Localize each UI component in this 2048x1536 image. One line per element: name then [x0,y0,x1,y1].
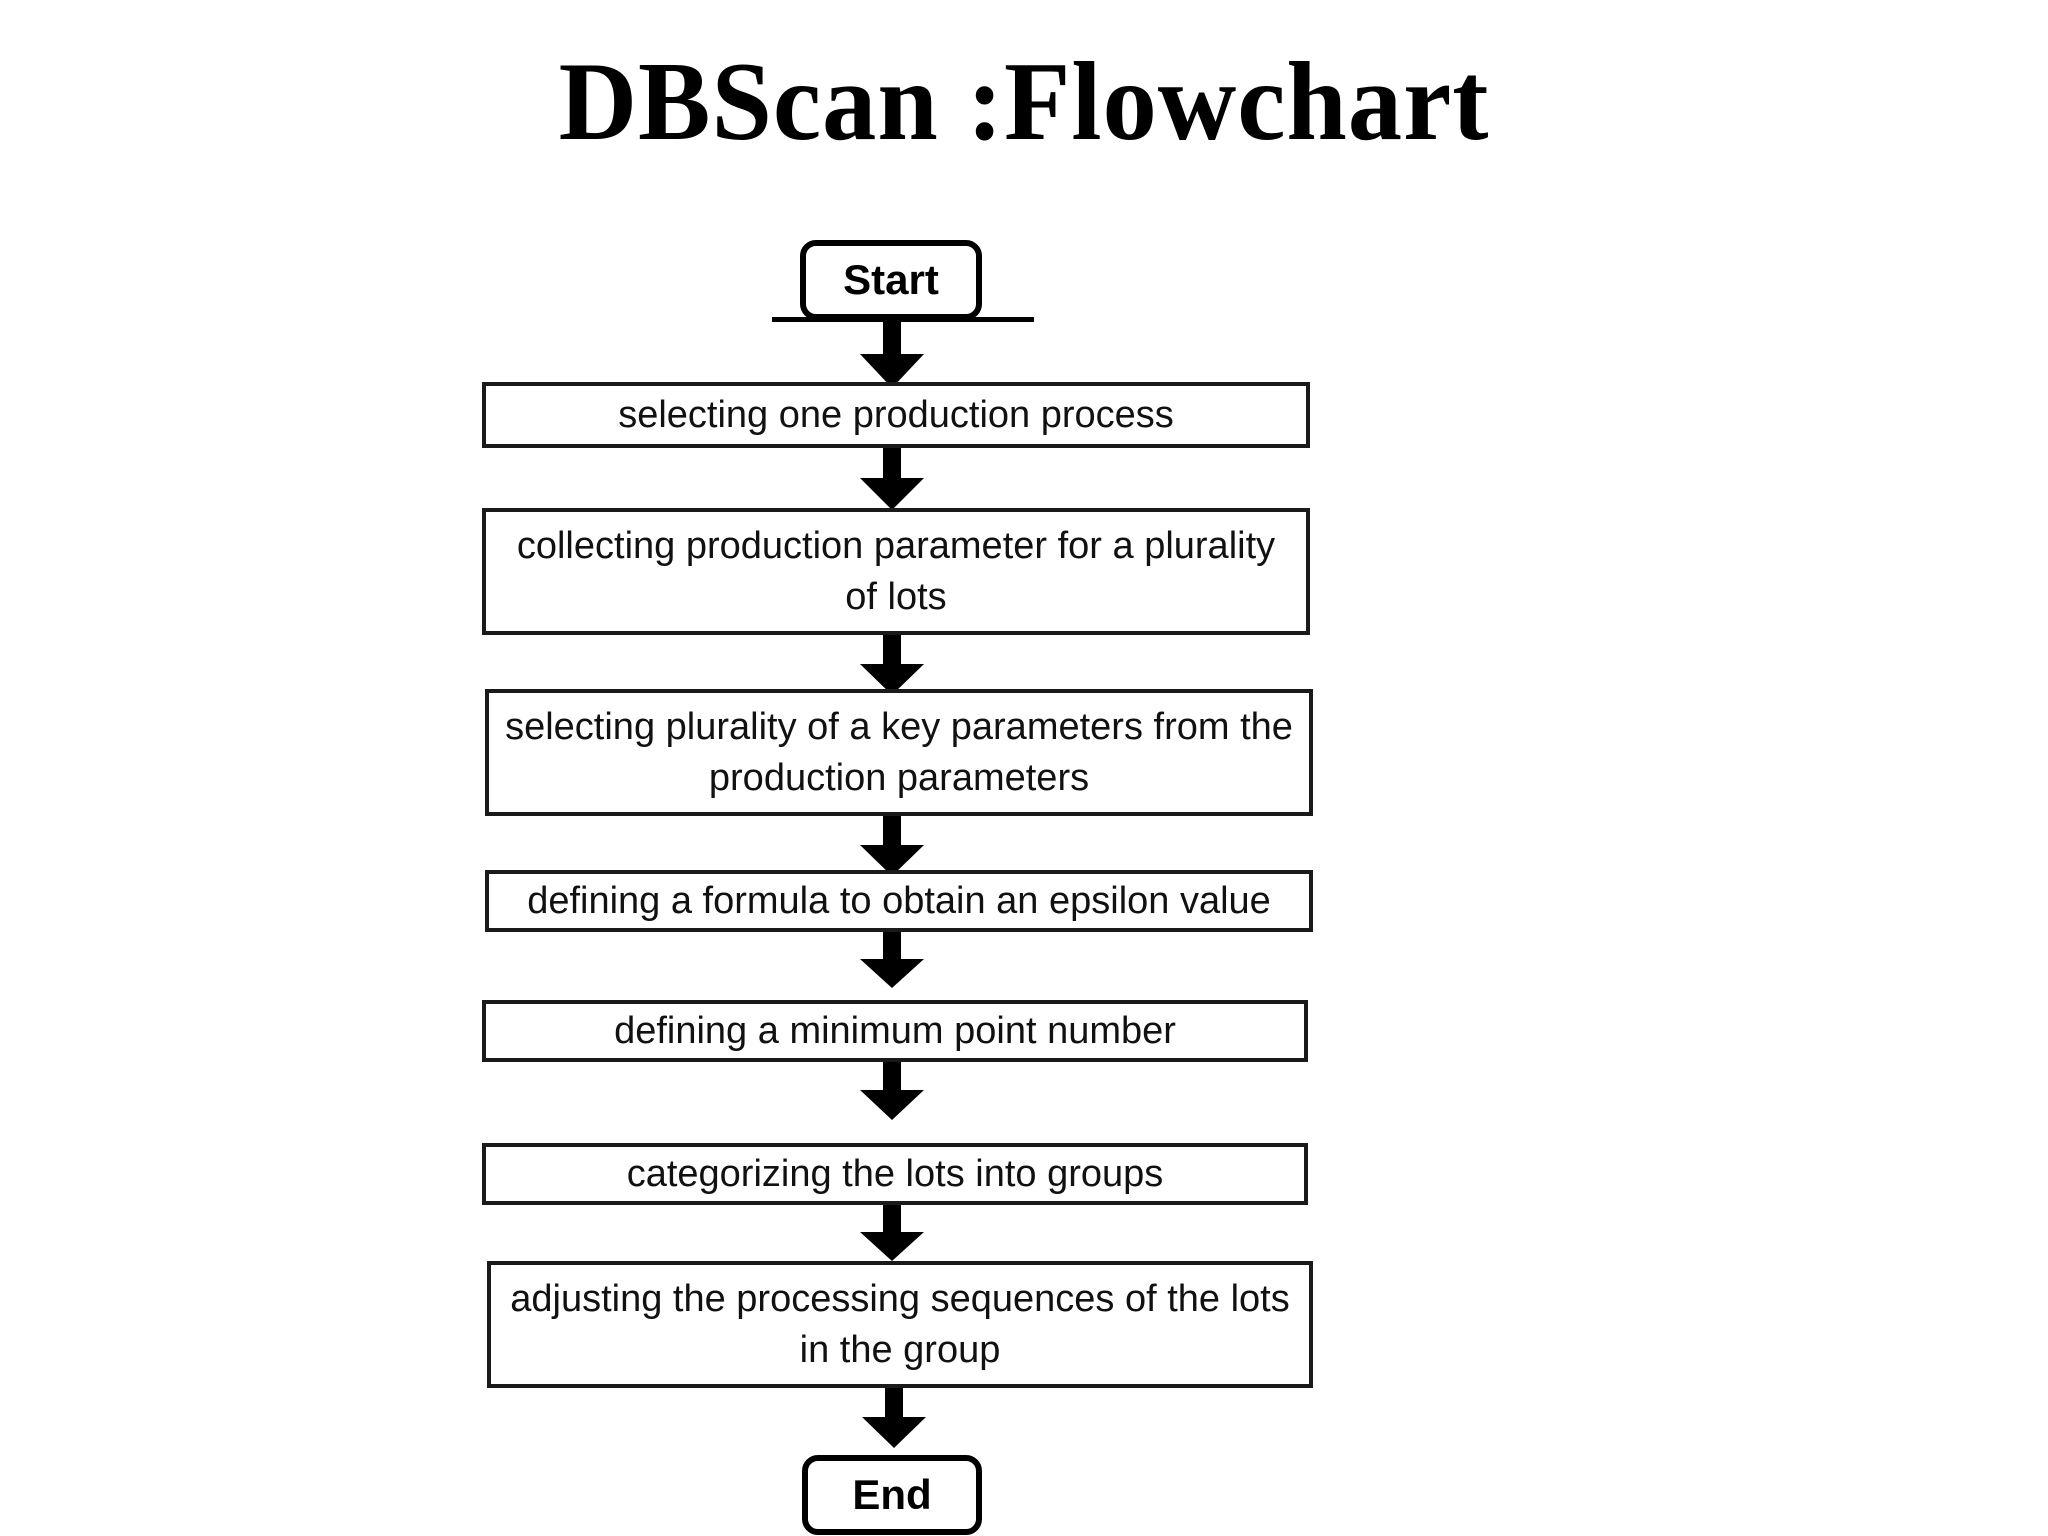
node-step1-label: selecting one production process [618,393,1174,436]
node-start-label: Start [843,256,939,303]
arrow-step7-to-end [862,1386,926,1448]
node-step5[interactable]: defining a minimum point number [482,1000,1308,1062]
arrow-step2-to-step3 [860,633,924,695]
arrow-step6-to-step7 [860,1203,924,1261]
node-step7-label: adjusting the processing sequences of th… [510,1278,1290,1371]
node-step7[interactable]: adjusting the processing sequences of th… [487,1261,1313,1388]
arrow-step3-to-step4 [860,814,924,876]
node-step3-label: selecting plurality of a key parameters … [505,706,1293,799]
arrow-step5-to-step6 [860,1060,924,1120]
node-start[interactable]: Start [800,240,982,320]
node-step2-label: collecting production parameter for a pl… [516,525,1276,618]
node-step1[interactable]: selecting one production process [482,382,1310,448]
node-step2[interactable]: collecting production parameter for a pl… [482,508,1310,635]
node-step5-label: defining a minimum point number [614,1009,1176,1052]
arrow-step4-to-step5 [860,930,924,988]
node-step6[interactable]: categorizing the lots into groups [482,1143,1308,1205]
node-step4-label: defining a formula to obtain an epsilon … [527,879,1271,922]
page-title: DBScan :Flowchart [558,40,1490,164]
arrow-start-to-step1 [860,318,924,388]
node-step3[interactable]: selecting plurality of a key parameters … [485,689,1313,816]
node-end[interactable]: End [802,1455,982,1535]
node-end-label: End [852,1471,932,1518]
arrow-step1-to-step2 [860,446,924,510]
node-step6-label: categorizing the lots into groups [626,1152,1164,1195]
node-step4[interactable]: defining a formula to obtain an epsilon … [485,870,1313,932]
